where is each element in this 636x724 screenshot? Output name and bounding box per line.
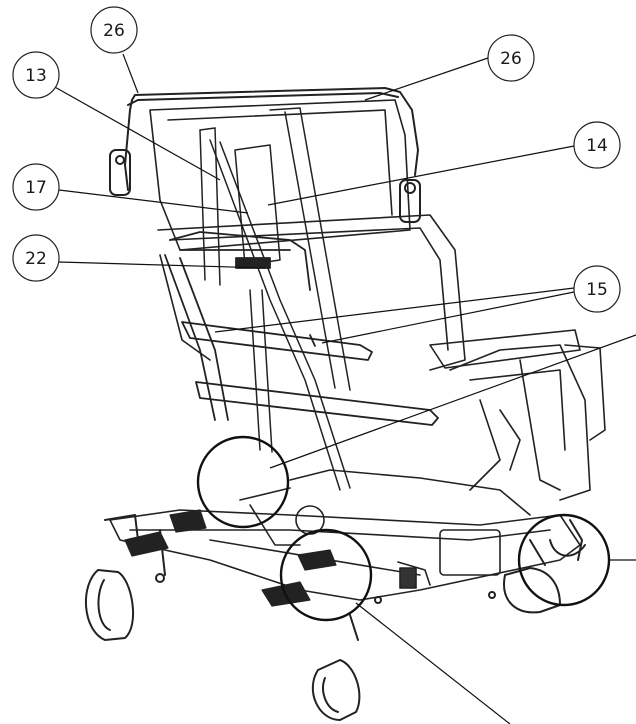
callout-label: 15 bbox=[586, 280, 608, 300]
backrest bbox=[149, 99, 466, 371]
callout-label: 13 bbox=[25, 66, 47, 86]
callout-15: 15 bbox=[573, 265, 621, 313]
callout-label: 26 bbox=[500, 49, 522, 69]
callout-26-left: 26 bbox=[90, 6, 138, 54]
central-column bbox=[199, 107, 351, 491]
callout-14: 14 bbox=[573, 121, 621, 169]
casters bbox=[85, 514, 586, 721]
callout-label: 26 bbox=[103, 21, 125, 41]
leader-26-left bbox=[122, 53, 139, 94]
leader-15-b bbox=[321, 291, 575, 344]
callout-13: 13 bbox=[12, 51, 60, 99]
cross-bar bbox=[181, 321, 439, 426]
head-rail bbox=[109, 87, 421, 223]
callout-26-right: 26 bbox=[487, 34, 535, 82]
callout-label: 17 bbox=[25, 178, 47, 198]
seat-frame bbox=[429, 329, 606, 501]
detail-circle-left bbox=[196, 435, 290, 529]
leader-lines bbox=[52, 53, 575, 344]
detail-circle-center bbox=[279, 528, 373, 622]
leader-17 bbox=[58, 189, 249, 214]
bed-illustration bbox=[85, 87, 606, 721]
detail-leader-left bbox=[269, 334, 636, 469]
leader-13 bbox=[52, 85, 221, 181]
callout-22: 22 bbox=[12, 234, 60, 282]
callout-label: 14 bbox=[586, 136, 608, 156]
callout-label: 22 bbox=[25, 249, 47, 269]
leader-22 bbox=[58, 261, 266, 269]
detail-circles bbox=[196, 334, 636, 724]
leader-15-a bbox=[214, 287, 575, 333]
foot-pedals bbox=[124, 509, 337, 607]
leader-14 bbox=[267, 145, 575, 206]
detail-circle-right bbox=[517, 513, 611, 607]
callout-17: 17 bbox=[12, 163, 60, 211]
leader-26-right bbox=[364, 57, 489, 101]
side-handle bbox=[164, 231, 311, 421]
detail-leader-center bbox=[355, 602, 511, 724]
